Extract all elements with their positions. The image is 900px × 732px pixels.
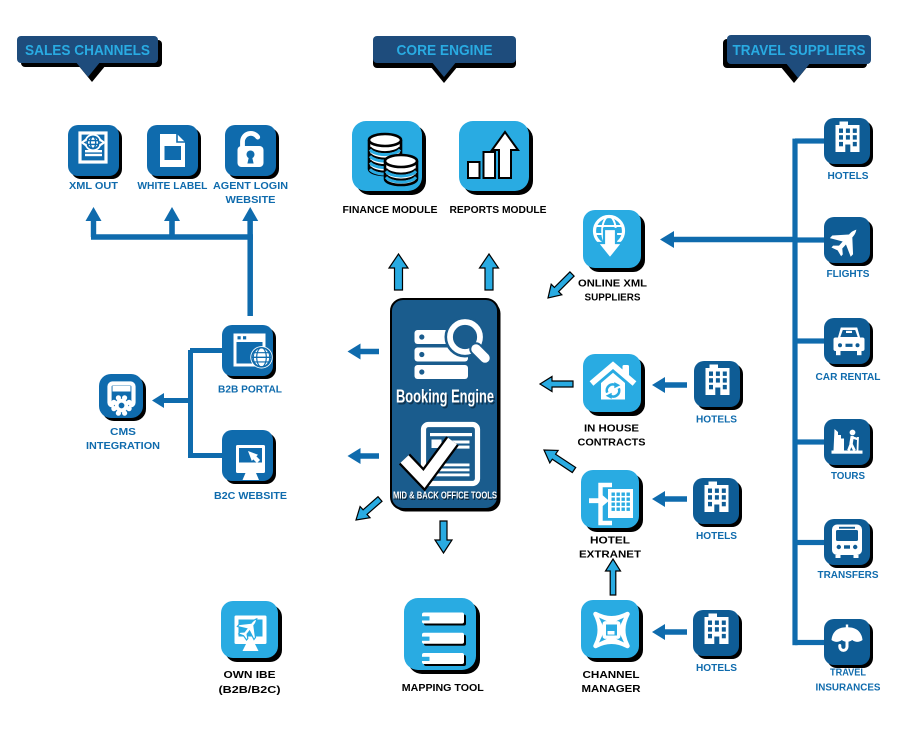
svg-text:CONTRACTS: CONTRACTS <box>578 437 646 449</box>
svg-text:XML OUT: XML OUT <box>69 181 118 192</box>
svg-text:EXTRANET: EXTRANET <box>579 549 642 561</box>
svg-text:MID & BACK OFFICE TOOLS: MID & BACK OFFICE TOOLS <box>394 491 498 503</box>
svg-text:TRAVEL SUPPLIERS: TRAVEL SUPPLIERS <box>733 42 866 59</box>
svg-text:FLIGHTS: FLIGHTS <box>827 269 870 280</box>
svg-text:IN HOUSE: IN HOUSE <box>584 423 639 435</box>
svg-text:REPORTS MODULE: REPORTS MODULE <box>450 204 547 216</box>
svg-text:MANAGER: MANAGER <box>582 683 641 695</box>
svg-text:TOURS: TOURS <box>831 471 865 482</box>
svg-text:HOTELS: HOTELS <box>696 663 737 674</box>
svg-text:MID & BACK OFFICE TOOLS: MID & BACK OFFICE TOOLS <box>393 490 497 502</box>
svg-text:CORE ENGINE: CORE ENGINE <box>397 42 493 59</box>
svg-text:FINANCE MODULE: FINANCE MODULE <box>343 204 438 216</box>
svg-text:AGENT LOGIN: AGENT LOGIN <box>213 181 288 192</box>
svg-text:ONLINE XML: ONLINE XML <box>578 278 648 290</box>
svg-text:SALES CHANNELS: SALES CHANNELS <box>25 42 150 59</box>
svg-text:HOTELS: HOTELS <box>696 531 737 542</box>
svg-text:HOTELS: HOTELS <box>828 171 869 182</box>
svg-text:Booking Engine: Booking Engine <box>398 389 496 409</box>
svg-text:SUPPLIERS: SUPPLIERS <box>585 292 641 304</box>
svg-text:MAPPING TOOL: MAPPING TOOL <box>402 682 485 694</box>
svg-text:HOTELS: HOTELS <box>696 415 737 426</box>
svg-text:CAR RENTAL: CAR RENTAL <box>816 372 881 383</box>
svg-text:INTEGRATION: INTEGRATION <box>86 441 160 452</box>
svg-text:TRANSFERS: TRANSFERS <box>818 570 879 581</box>
svg-text:TRAVEL: TRAVEL <box>830 668 866 679</box>
svg-text:CMS: CMS <box>110 427 136 438</box>
svg-text:Booking Engine: Booking Engine <box>396 387 494 407</box>
svg-text:CHANNEL: CHANNEL <box>583 669 641 681</box>
svg-text:OWN IBE: OWN IBE <box>224 669 276 681</box>
svg-text:(B2B/B2C): (B2B/B2C) <box>219 684 281 696</box>
svg-text:WEBSITE: WEBSITE <box>226 195 276 206</box>
svg-text:HOTEL: HOTEL <box>590 535 631 547</box>
svg-text:INSURANCES: INSURANCES <box>816 683 881 694</box>
svg-text:WHITE LABEL: WHITE LABEL <box>137 181 207 192</box>
svg-text:B2B PORTAL: B2B PORTAL <box>218 385 282 396</box>
svg-text:B2C WEBSITE: B2C WEBSITE <box>214 491 287 502</box>
